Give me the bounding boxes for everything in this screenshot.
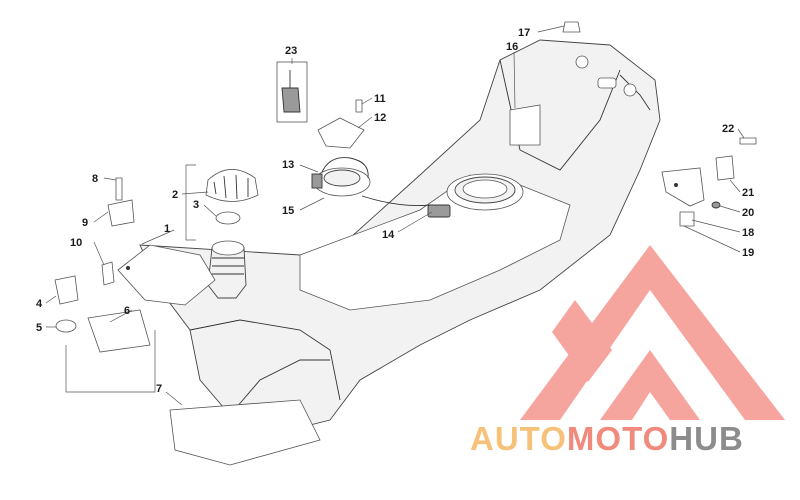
screw-8 xyxy=(115,177,123,201)
callout-5: 5 xyxy=(36,322,42,334)
watermark-moto: MOTO xyxy=(567,420,669,457)
callout-11: 11 xyxy=(374,93,386,105)
clip-9 xyxy=(107,199,135,227)
callout-13: 13 xyxy=(282,159,294,171)
callout-12: 12 xyxy=(374,112,386,124)
callout-15: 15 xyxy=(282,205,294,217)
callout-21: 21 xyxy=(742,187,754,199)
nut-20 xyxy=(711,201,721,209)
sensor-23 xyxy=(276,61,308,123)
svg-text:AUTOMOTOHUB: AUTOMOTOHUB xyxy=(470,420,744,457)
fuel-tank xyxy=(139,39,661,431)
screw-11 xyxy=(355,99,363,113)
callout-16: 16 xyxy=(506,41,518,53)
callout-2: 2 xyxy=(172,189,178,201)
fuel-cap xyxy=(205,169,259,202)
pad-7 xyxy=(169,399,321,466)
watermark-text: AUTOMOTOHUB xyxy=(470,420,744,457)
callout-20: 20 xyxy=(742,207,754,219)
callout-1: 1 xyxy=(164,223,170,235)
pad-6 xyxy=(87,309,151,353)
cap-seal xyxy=(215,211,241,225)
callout-14: 14 xyxy=(382,229,395,241)
clamp-21 xyxy=(715,155,735,181)
watermark-hub: HUB xyxy=(669,420,744,457)
leader-lines xyxy=(45,25,745,406)
callout-8: 8 xyxy=(92,173,98,185)
pump-opening xyxy=(446,173,524,211)
washer xyxy=(55,319,77,333)
callout-9: 9 xyxy=(82,217,88,229)
callout-4: 4 xyxy=(36,298,43,310)
rubber-18 xyxy=(679,211,695,227)
callout-23: 23 xyxy=(285,45,297,57)
mount-bracket xyxy=(661,167,705,207)
gasket-12 xyxy=(317,117,365,149)
callout-22: 22 xyxy=(722,123,734,135)
watermark-auto: AUTO xyxy=(470,420,567,457)
callout-7: 7 xyxy=(156,383,162,395)
filler-neck xyxy=(207,240,247,299)
fuel-pump xyxy=(311,157,451,218)
watermark-logo-icon xyxy=(520,245,785,420)
bracket-2 xyxy=(185,164,196,241)
screw-22 xyxy=(739,137,757,145)
bracket-link xyxy=(65,330,156,393)
callout-17: 17 xyxy=(518,27,530,39)
tank-bracket xyxy=(117,244,216,306)
callout-18: 18 xyxy=(742,227,754,239)
callout-19: 19 xyxy=(742,247,754,259)
callout-10: 10 xyxy=(70,237,82,249)
callout-3: 3 xyxy=(193,199,199,211)
callout-6: 6 xyxy=(124,305,130,317)
cap-17 xyxy=(562,21,581,33)
rubber-bush xyxy=(54,275,79,305)
clip-10 xyxy=(101,261,115,286)
